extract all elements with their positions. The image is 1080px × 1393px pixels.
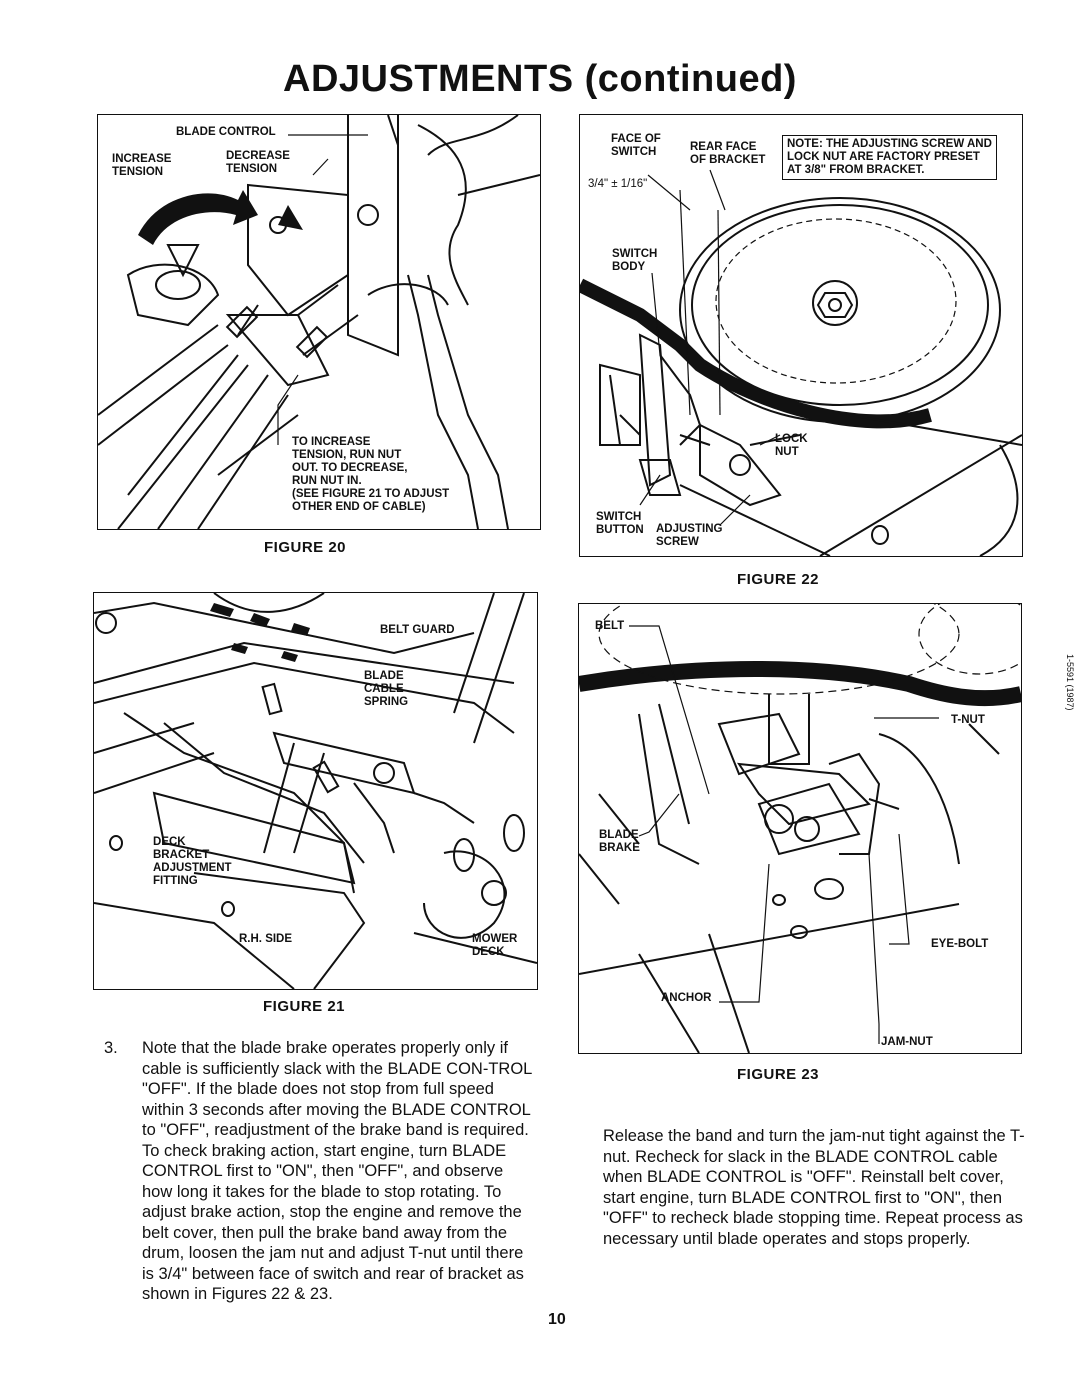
step-number: 3. — [104, 1039, 118, 1057]
label-anchor: ANCHOR — [661, 992, 712, 1004]
label-switch-button: SWITCH BUTTON — [596, 511, 644, 536]
label-adjusting-screw: ADJUSTING SCREW — [656, 523, 723, 548]
figure-22-caption: FIGURE 22 — [737, 571, 820, 588]
factory-preset-note: NOTE: THE ADJUSTING SCREW AND LOCK NUT A… — [782, 135, 997, 180]
label-jam-nut: JAM-NUT — [881, 1036, 933, 1048]
label-eye-bolt: EYE-BOLT — [931, 938, 989, 950]
figure-22-illustration — [580, 169, 1022, 556]
figure-20-caption: FIGURE 20 — [264, 539, 347, 556]
page-title: ADJUSTMENTS (continued) — [283, 58, 797, 100]
figure-23: BELT T-NUT BLADE BRAKE EYE-BOLT ANCHOR J… — [578, 603, 1022, 1054]
figure-20-illustration — [98, 115, 540, 529]
label-belt: BELT — [595, 620, 625, 632]
figure-23-caption: FIGURE 23 — [737, 1066, 820, 1083]
figure-22: FACE OF SWITCH REAR FACE OF BRACKET 3/4"… — [579, 114, 1023, 557]
figure-20: BLADE CONTROL INCREASE TENSION DECREASE … — [97, 114, 541, 530]
label-deck-bracket: DECK BRACKET ADJUSTMENT FITTING — [153, 836, 232, 887]
label-rh-side: R.H. SIDE — [239, 933, 293, 945]
label-decrease-tension: DECREASE TENSION — [226, 150, 290, 175]
label-face-of-switch: FACE OF SWITCH — [611, 133, 661, 158]
step-3-text: Note that the blade brake operates prope… — [142, 1039, 532, 1303]
label-mower-deck: MOWER DECK — [472, 933, 518, 958]
label-to-increase-tension: TO INCREASE TENSION, RUN NUT OUT. TO DEC… — [292, 436, 450, 513]
label-blade-brake: BLADE BRAKE — [599, 829, 640, 854]
figure-21-caption: FIGURE 21 — [263, 998, 346, 1015]
label-increase-tension: INCREASE TENSION — [112, 153, 172, 178]
figure-21-illustration — [94, 593, 537, 989]
label-switch-body: SWITCH BODY — [612, 248, 658, 273]
label-blade-control: BLADE CONTROL — [176, 126, 276, 138]
figure-21: BELT GUARD BLADE CABLE SPRING DECK BRACK… — [93, 592, 538, 990]
page-number: 10 — [548, 1311, 566, 1328]
label-measurement: 3/4" ± 1/16" — [588, 178, 648, 190]
side-code: 1-5591 (1987) — [1065, 654, 1075, 711]
label-lock-nut: LOCK NUT — [775, 433, 808, 458]
label-rear-face: REAR FACE OF BRACKET — [690, 141, 766, 166]
label-blade-cable-spring: BLADE CABLE SPRING — [364, 670, 409, 708]
release-band-text: Release the band and turn the jam-nut ti… — [603, 1127, 1025, 1248]
label-belt-guard: BELT GUARD — [380, 624, 455, 636]
figure-23-illustration — [579, 604, 1021, 1053]
label-t-nut: T-NUT — [951, 714, 985, 726]
